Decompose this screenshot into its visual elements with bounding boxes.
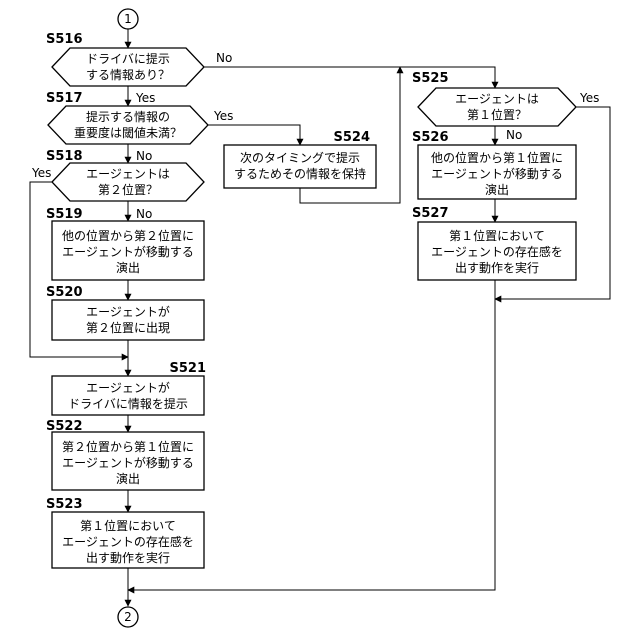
process-s523-line3: 出す動作を実行 <box>86 550 170 565</box>
process-s519: S519 他の位置から第２位置に エージェントが移動する 演出 <box>46 207 204 280</box>
step-label-s521: S521 <box>170 361 207 376</box>
step-label-s516: S516 <box>46 32 83 47</box>
step-label-s526: S526 <box>412 130 449 145</box>
process-s521-line2: ドライバに情報を提示 <box>68 396 188 411</box>
process-s520-line1: エージェントが <box>86 304 170 319</box>
process-s522-line1: 第２位置から第１位置に <box>62 439 194 454</box>
process-s520: S520 エージェントが 第２位置に出現 <box>46 285 204 340</box>
process-s526-line2: エージェントが移動する <box>431 166 563 181</box>
process-s521: S521 エージェントが ドライバに情報を提示 <box>52 361 206 415</box>
answer-s516-no: No <box>216 51 232 65</box>
step-label-s519: S519 <box>46 207 83 222</box>
flow-line-s517-yes <box>208 125 300 145</box>
decision-s518: S518 エージェントは 第２位置？ Yes <box>31 149 204 201</box>
process-s522: S522 第２位置から第１位置に エージェントが移動する 演出 <box>46 419 204 490</box>
answer-s525-yes: Yes <box>579 91 599 105</box>
answer-s516-yes: Yes <box>135 91 155 105</box>
decision-s516: S516 ドライバに提示 する情報あり？ No <box>46 32 232 86</box>
process-s520-line2: 第２位置に出現 <box>86 320 170 335</box>
answer-s517-yes: Yes <box>213 109 233 123</box>
decision-s517-line2: 重要度は閾値未満？ <box>74 125 182 140</box>
process-s524-line1: 次のタイミングで提示 <box>240 150 360 165</box>
step-label-s517: S517 <box>46 91 83 106</box>
process-s526: S526 他の位置から第１位置に エージェントが移動する 演出 <box>412 130 576 199</box>
step-label-s525: S525 <box>412 71 449 86</box>
decision-s518-line2: 第２位置？ <box>98 182 158 197</box>
decision-s518-line1: エージェントは <box>86 167 170 181</box>
process-s522-line3: 演出 <box>116 471 140 486</box>
answer-s525-no: No <box>506 128 522 142</box>
process-s527-line1: 第１位置において <box>449 228 545 243</box>
step-label-s527: S527 <box>412 206 449 221</box>
process-s527-line3: 出す動作を実行 <box>455 260 539 275</box>
process-s523: S523 第１位置において エージェントの存在感を 出す動作を実行 <box>46 497 204 568</box>
decision-s517: S517 Yes 提示する情報の 重要度は閾値未満？ Yes <box>46 91 233 144</box>
process-s526-line3: 演出 <box>485 182 509 197</box>
answer-s518-no: No <box>136 207 152 221</box>
process-s521-line1: エージェントが <box>86 380 170 395</box>
connector-top-label: 1 <box>124 12 132 26</box>
flow-line-s516-no <box>204 67 495 88</box>
answer-s518-yes: Yes <box>31 166 51 180</box>
decision-s516-line2: する情報あり？ <box>86 68 170 82</box>
decision-s525-line2: 第１位置？ <box>467 107 527 122</box>
answer-s517-no: No <box>136 149 152 163</box>
process-s519-line3: 演出 <box>116 260 140 275</box>
process-s523-line1: 第１位置において <box>80 518 176 533</box>
decision-s525-line1: エージェントは <box>455 92 539 106</box>
process-s526-line1: 他の位置から第１位置に <box>431 150 563 165</box>
step-label-s524: S524 <box>334 130 371 145</box>
process-s519-line2: エージェントが移動する <box>62 244 194 259</box>
step-label-s518: S518 <box>46 149 83 164</box>
process-s522-line2: エージェントが移動する <box>62 455 194 470</box>
process-s519-line1: 他の位置から第２位置に <box>62 228 194 243</box>
connector-bottom: 2 <box>118 607 138 627</box>
process-s523-line2: エージェントの存在感を <box>62 534 194 549</box>
step-label-s520: S520 <box>46 285 83 300</box>
process-s527-line2: エージェントの存在感を <box>431 244 563 259</box>
connector-bottom-label: 2 <box>124 610 132 624</box>
process-s524-line2: するためその情報を保持 <box>234 166 366 181</box>
decision-s517-line1: 提示する情報の <box>86 109 170 124</box>
connector-top: 1 <box>118 9 138 29</box>
step-label-s523: S523 <box>46 497 83 512</box>
process-s527: S527 第１位置において エージェントの存在感を 出す動作を実行 <box>412 206 576 280</box>
decision-s516-line1: ドライバに提示 <box>86 51 170 66</box>
